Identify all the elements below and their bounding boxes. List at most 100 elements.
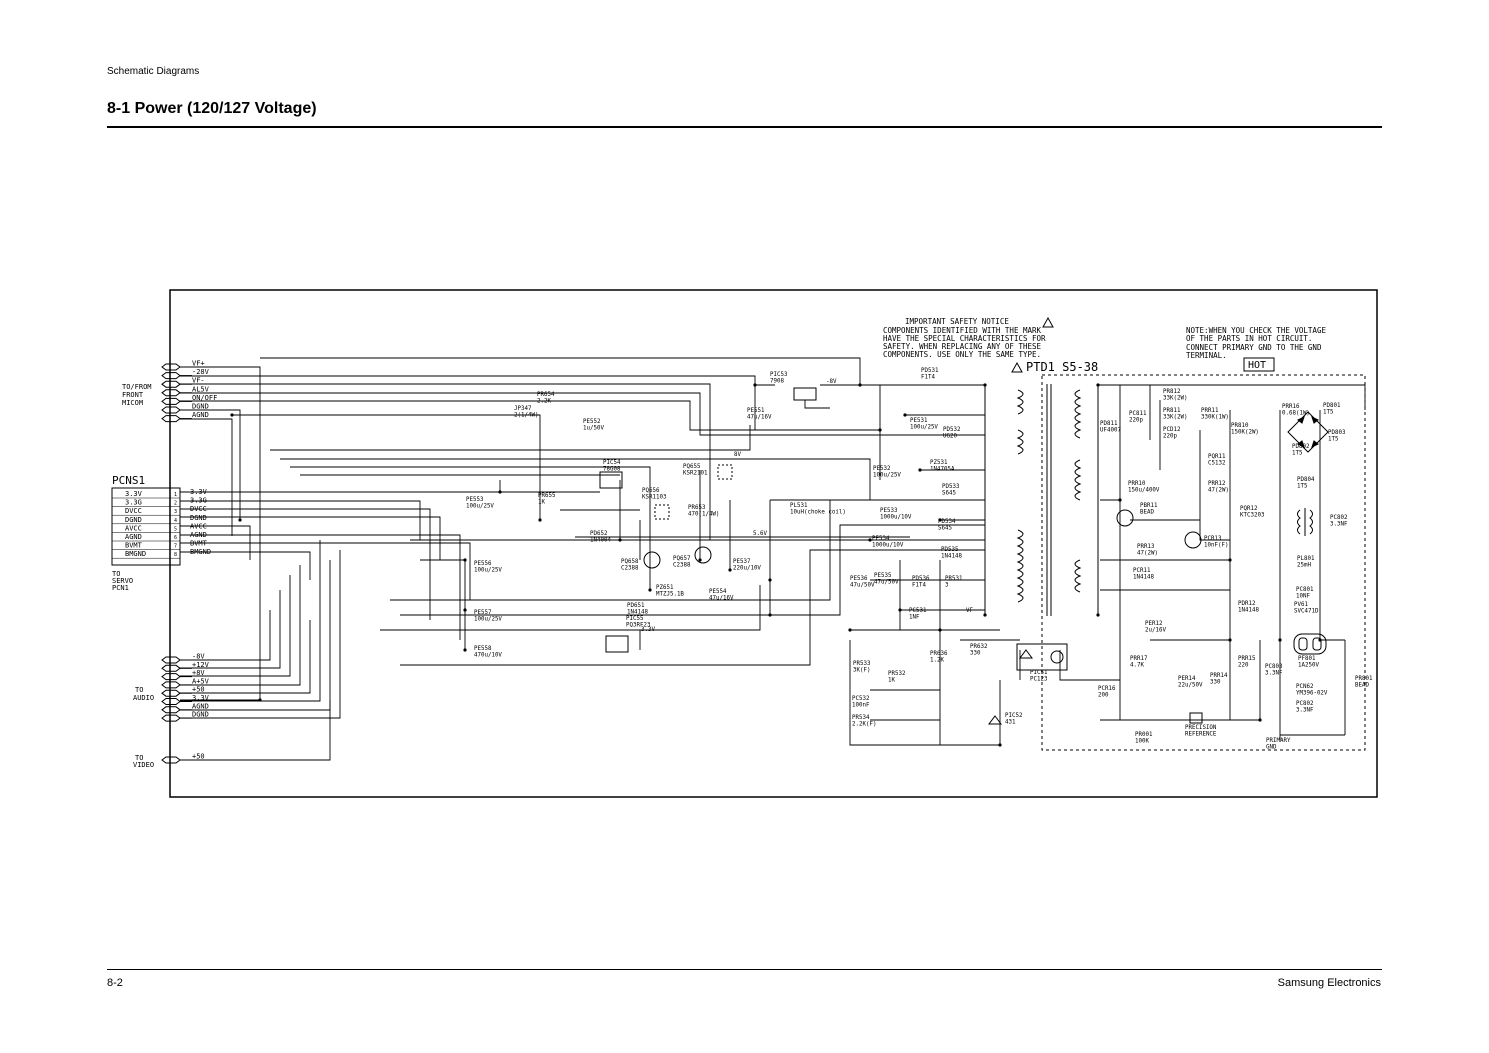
component-label: PL531 [790,503,808,509]
safety-notice-line: HAVE THE SPECIAL CHARACTERISTICS FOR [883,334,1046,343]
component-label: PD652 [590,531,607,537]
video-connector-label: TO [135,754,143,762]
junction-dot [938,628,942,632]
component-label: PR653 [688,505,706,511]
component-label: 78G08 [603,467,621,473]
diode-bridge [1287,411,1329,453]
component-label: PD534 [938,519,956,525]
component-label: PD531 [921,368,939,374]
component-label: PRR13 [1137,544,1155,550]
component-label: PE551 [747,408,765,414]
component-label: PC811 [1129,411,1147,417]
junction-dot [983,613,987,617]
junction-dot [463,558,467,562]
component-label: 100u/25V [466,504,494,510]
component-label: PQ656 [642,488,660,494]
pcns1-name: PCNS1 [112,474,145,487]
wiring [180,357,1366,761]
component-label: PQ658 [621,559,639,565]
component-label: 1N4148 [627,610,648,616]
pcns1-pin-name: 3.3G [125,499,142,507]
junction-dot [648,588,652,592]
front-connector-pin-label: -28V [192,368,210,376]
component-label: PR801 [1355,676,1373,682]
front-connector-pin-label: AL5V [192,385,210,393]
component-label: C2388 [621,566,639,572]
component-label: 47(2W) [1137,551,1158,557]
hot-note: NOTE:WHEN YOU CHECK THE VOLTAGE OF THE P… [1186,326,1326,360]
hot-area-box [1041,374,1366,751]
junction-dot [238,518,242,522]
component-label: 431 [1005,720,1016,726]
component-label: 33K(2W) [1163,415,1187,421]
junction-dot [903,413,907,417]
component-label: PC123 [1030,677,1048,683]
component-label: 1N4705A [930,467,955,473]
transformer-warning-icon [1011,361,1023,373]
component-label: PQR12 [1240,506,1257,512]
audio-connector-pin-label: +8V [192,669,205,677]
component-label: PRR15 [1238,656,1256,662]
component-label: 3.3NF [1330,522,1348,528]
junction-dot [998,743,1002,747]
audio-connector-pin-label: AGND [192,702,209,710]
component-label: 10NF [1296,594,1310,600]
component-label: PR532 [888,671,905,677]
junction-dot [1096,383,1100,387]
junction-dot [753,383,757,387]
component-label: PQR11 [1208,454,1226,460]
component-label: DGND [0,0,14,2]
front-connector-pin-label: VF- [192,377,205,385]
component-label: PL801 [1297,556,1315,562]
component-label: PC532 [852,696,869,702]
component-label: 470u/10V [474,653,502,659]
audio-connector-pin-label: DGND [192,711,209,719]
component-label: PIC53 [770,372,788,378]
component-label: 1N4148 [941,554,962,560]
hot-note-line: TERMINAL. [1186,351,1227,360]
component-label: PRR12 [1208,481,1225,487]
front-connector-pin-marker [161,397,181,405]
audio-connector-pin-marker [161,714,181,722]
component-label: 100u/25V [474,617,502,623]
junction-dot [1228,638,1232,642]
pcns1-wire-label: BVMT [190,540,208,548]
component-label: PE552 [583,419,600,425]
junction-dot [463,648,467,652]
component-label: PRR17 [1130,656,1148,662]
opto-coupler [1016,643,1068,671]
component-label: 10nF(F) [1204,543,1228,549]
component-label: 1T5 [1323,410,1334,416]
component-label: PIC55 [626,616,644,622]
pcns1-to: SERVO [112,577,133,585]
component-label: 8V [734,452,741,458]
component-label: 3K(F) [853,668,870,674]
pcns1-pin-name: 3.3V [125,490,143,498]
hot-note-line: OF THE PARTS IN HOT CIRCUIT. [1186,334,1312,343]
component-label: PC803 [1265,664,1283,670]
audio-connector-pin-marker [161,673,181,681]
audio-connector-pin-label: +50 [192,686,205,694]
component-label: S645 [942,491,956,497]
component-label: 1T5 [1297,484,1308,490]
component-label: 1T5 [1328,437,1339,443]
audio-connector-pin-marker [161,664,181,672]
video-connector-pin-label: +50 [192,753,205,761]
component-label: PE537 [733,559,751,565]
component-label: PR534 [852,715,870,721]
page-title: 8-1 Power (120/127 Voltage) [107,100,317,117]
component-label: 3.3NF [1296,708,1314,714]
component-label: 7908 [770,379,784,385]
front-connector-pin-label: VF+ [192,360,205,368]
junction-dot [1318,638,1322,642]
front-connector-label: FRONT [122,391,144,399]
pcns1-pin-name: BVMT [125,542,143,550]
component-label: 47u/16V [709,596,734,602]
component-label: PIC52 [1005,713,1022,719]
pcns1-to: PCN1 [112,584,129,592]
component-label: PE534 [872,536,890,542]
component-label: 0.68(1W) [1282,411,1310,417]
audio-connector-pin-marker [161,689,181,697]
component-label: PD651 [627,603,645,609]
component-label: PRR10 [1128,481,1146,487]
